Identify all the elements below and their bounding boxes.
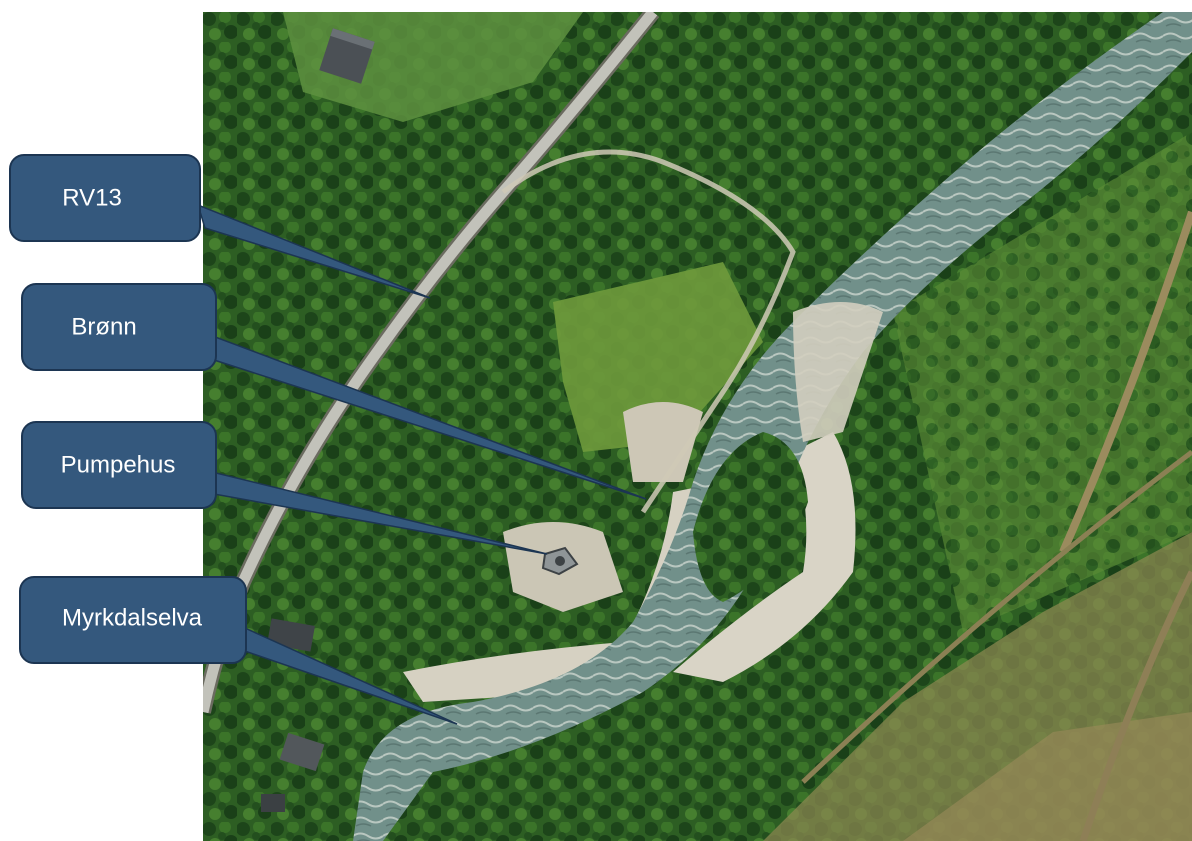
river — [353, 12, 1192, 841]
pump-house-icon — [541, 546, 579, 576]
gravel-bank — [793, 302, 883, 442]
aerial-map — [203, 12, 1192, 841]
dirt-track — [1059, 210, 1192, 554]
callout-box — [21, 421, 217, 509]
callout-label-well: Brønn — [71, 313, 136, 340]
callout-label-rv13: RV13 — [62, 184, 122, 211]
island — [693, 432, 808, 602]
house-icon — [319, 28, 375, 84]
callout-label-pump-house: Pumpehus — [61, 451, 176, 478]
house-icon — [279, 732, 325, 772]
callout-box — [21, 283, 217, 371]
dirt-track — [801, 450, 1192, 784]
access-path — [501, 149, 796, 514]
callout-label-river: Myrkdalselva — [62, 604, 203, 631]
house-icon — [261, 794, 285, 812]
dirt-track — [1079, 570, 1192, 841]
callout-box — [9, 154, 201, 242]
gravel-bank — [673, 432, 856, 682]
